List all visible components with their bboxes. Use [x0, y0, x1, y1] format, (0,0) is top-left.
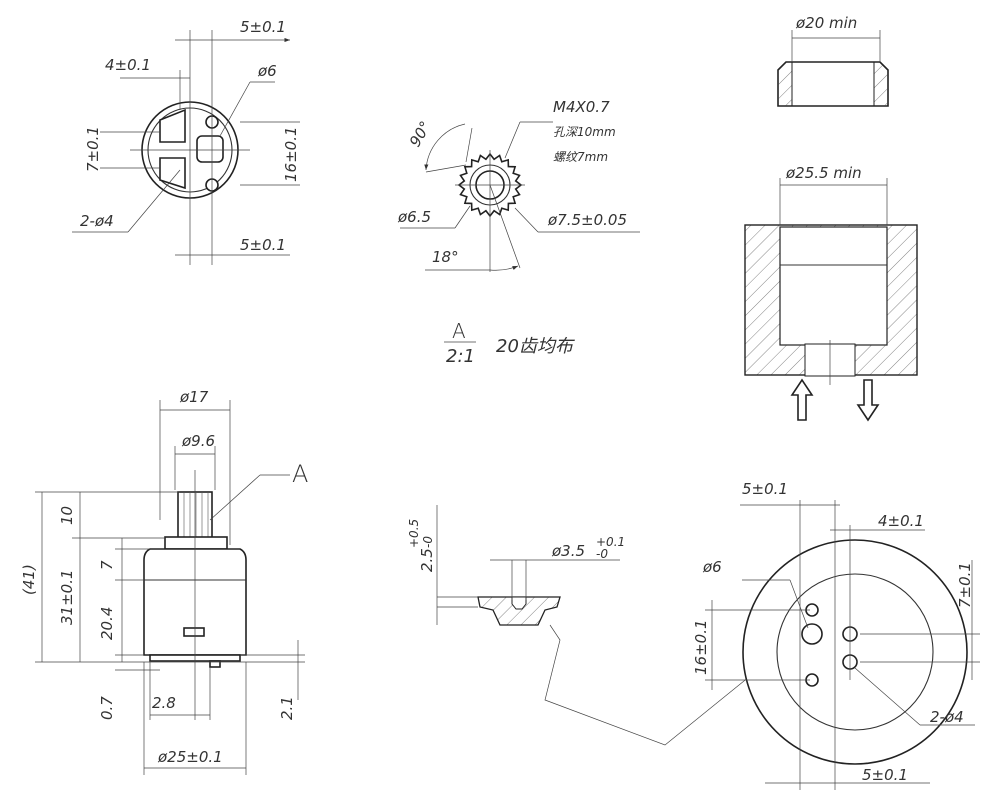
side-view: ø17 ø9.6 A 10 (41) 31±0.1 7 20.4 0.7 2.8…: [20, 388, 308, 775]
dim-top: 5±0.1: [240, 18, 286, 36]
hole-tol-upper: +0.1: [596, 535, 625, 549]
depth-tol-upper: +0.5: [407, 519, 421, 548]
section-detail: 2.5 +0.5 -0 ø3.5 +0.1 -0: [407, 505, 761, 746]
dia-17: ø17: [179, 388, 209, 406]
dim-left: 4±0.1: [105, 56, 151, 74]
dim-31: 31±0.1: [58, 569, 76, 625]
dim-7: 7±0.1: [84, 126, 102, 172]
dia-9-6: ø9.6: [181, 432, 215, 450]
gear-detail: M4X0.7 孔深10mm 螺纹7mm 90° ø6.5 ø7.5±0.05 1…: [397, 98, 640, 367]
bore-dia: ø25.5 min: [785, 164, 862, 182]
holes-small-label: 2-ø4: [930, 708, 964, 726]
dim-20-4: 20.4: [98, 607, 116, 640]
dia-25: ø25±0.1: [157, 748, 223, 766]
top-view: 5±0.1 4±0.1 ø6 7±0.1 16±0.1 2-ø4 5±0.1: [72, 18, 300, 265]
dim-2-1: 2.1: [278, 696, 296, 720]
holes-small-label: 2-ø4: [80, 212, 114, 230]
dim-7: 7±0.1: [956, 562, 974, 608]
teeth-note: 20齿均布: [496, 336, 576, 357]
hole-dia: ø3.5: [551, 542, 585, 560]
depth-tol-lower: -0: [421, 536, 435, 548]
dim-16: 16±0.1: [282, 126, 300, 182]
dim-0-7: 0.7: [98, 696, 116, 720]
detail-ref: A: [292, 460, 308, 488]
view-label: A: [452, 319, 466, 343]
hole-large-label: ø6: [702, 558, 722, 576]
ring-dia: ø20 min: [795, 14, 857, 32]
dim-16: 16±0.1: [692, 619, 710, 675]
inflow-arrow-icon: [790, 378, 814, 421]
dim-10: 10: [58, 506, 76, 525]
dim-top: 5±0.1: [742, 480, 788, 498]
thread-spec: M4X0.7: [553, 98, 610, 116]
angle-18: 18°: [432, 248, 459, 266]
dim-bottom: 5±0.1: [240, 236, 286, 254]
outflow-arrow-icon: [856, 379, 880, 422]
scale-label: 2:1: [446, 346, 475, 367]
angle-90: 90°: [406, 118, 435, 150]
dim-41: (41): [20, 564, 38, 595]
tip-dia: ø7.5±0.05: [547, 211, 627, 229]
dim-2-8: 2.8: [152, 694, 176, 712]
seat-view: ø20 min ø25.5 min: [744, 14, 918, 422]
dim-7: 7: [98, 560, 116, 570]
hole-large-label: ø6: [257, 62, 277, 80]
dim-bottom: 5±0.1: [862, 766, 908, 784]
bottom-view: 5±0.1 4±0.1 ø6 7±0.1 16±0.1 2-ø4 5±0.1: [692, 480, 980, 790]
hole-tol-lower: -0: [596, 547, 608, 561]
depth-value: 2.5: [418, 548, 436, 572]
dim-4: 4±0.1: [878, 512, 924, 530]
root-dia: ø6.5: [397, 208, 431, 226]
thread-depth: 螺纹7mm: [553, 150, 608, 164]
hole-depth: 孔深10mm: [553, 125, 616, 139]
